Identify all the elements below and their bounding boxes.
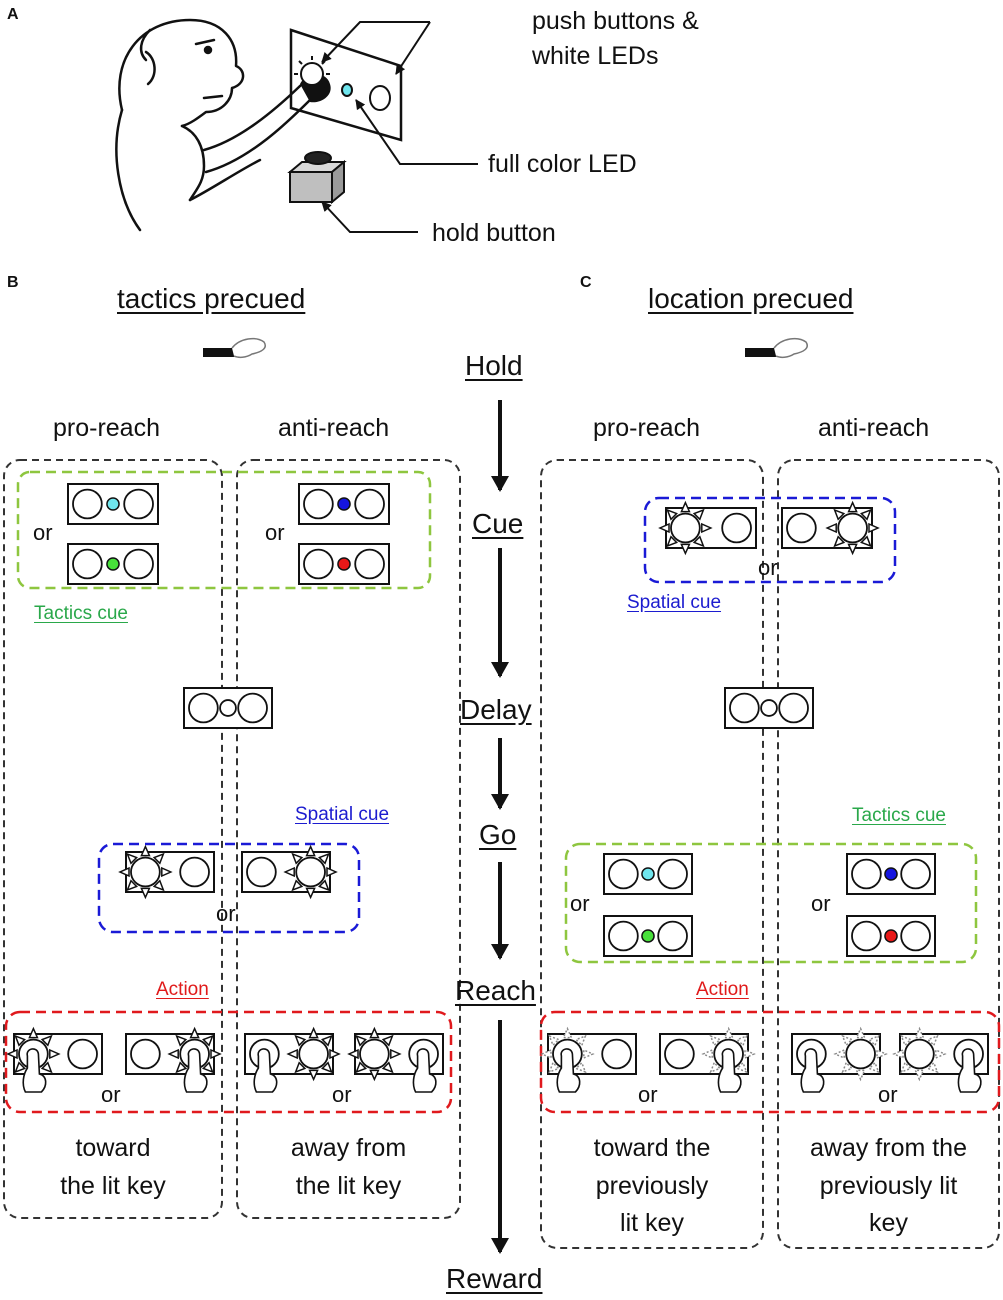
stage-reach: Reach [455,975,536,1006]
or-label: or [216,901,236,926]
or-label: or [758,555,778,580]
led-panel-red [846,915,936,957]
led-panels [6,483,989,1093]
stage-delay: Delay [460,694,532,725]
monkey-illustration [115,18,314,232]
action-box-c [539,1010,1001,1114]
stage-hold: Hold [465,350,523,381]
led-panel-action [6,1026,103,1093]
tactics-cue-box-c [564,842,978,964]
or-label: or [265,520,285,545]
button-panel-shape [289,28,403,142]
led-panel-red [298,543,390,585]
panel-a-leaders [321,21,478,233]
c-pro-outcome: toward the previously lit key [593,1134,711,1237]
led-panel-action [659,1026,756,1093]
hold-button-label: hold button [432,219,556,247]
b-pro-reach-header: pro-reach [53,414,160,442]
b-anti-reach-header: anti-reach [278,414,390,442]
stage-reward: Reward [446,1263,543,1294]
push-buttons-label: push buttons & white LEDs [532,7,699,70]
led-panel-blue [846,853,936,895]
led-panel-action [347,1026,444,1093]
c-tactics-cue-label: Tactics cue [852,805,946,826]
or-label: or [570,891,590,916]
stage-go: Go [479,819,517,850]
or-label: or [811,891,831,916]
spatial-cue-box-b [97,842,361,934]
action-box-b [4,1010,453,1114]
led-panel-action [244,1026,341,1093]
c-anti-outcome: away from the previously lit key [809,1134,967,1237]
led-panel-cyan [67,483,159,525]
b-pro-outcome: toward the lit key [60,1134,166,1200]
led-panel-green [603,915,693,957]
c-action-label: Action [696,979,749,1000]
b-action-label: Action [156,979,209,1000]
or-label: or [332,1082,352,1107]
hold-key-icon-b [203,337,266,359]
led-panel-blue [298,483,390,525]
full-color-led-label: full color LED [488,150,637,178]
led-panel-action [125,1026,222,1093]
led-panel-spatial-left [118,844,215,900]
led-panel-spatial-right [241,844,338,900]
tactics-cue-box-b [16,470,432,590]
panel-a-letter: A [7,6,19,23]
led-panel-delay [724,687,814,729]
b-spatial-cue-label: Spatial cue [295,804,390,825]
stage-cue: Cue [472,508,524,539]
panel-b-letter: B [7,274,19,291]
hold-button-shape [287,151,347,205]
or-label: or [638,1082,658,1107]
or-label: or [101,1082,121,1107]
c-anti-reach-header: anti-reach [818,414,930,442]
spatial-cue-box-c [643,496,897,584]
led-panel-action [892,1026,989,1093]
b-tactics-cue-label: Tactics cue [34,603,128,624]
led-panel-action [540,1026,637,1093]
led-panel-cyan [603,853,693,895]
led-panel-spatial-left [658,500,757,556]
full-color-led-shape [341,83,353,97]
led-panel-delay [183,687,273,729]
column-outlines [3,459,1000,1249]
or-label: or [878,1082,898,1107]
c-spatial-cue-label: Spatial cue [627,592,722,613]
or-label: or [33,520,53,545]
panel-c-title: location precued [648,283,854,314]
panel-c-letter: C [580,274,592,291]
led-panel-spatial-right [781,500,880,556]
led-panel-green [67,543,159,585]
hold-key-icon-c [745,337,808,359]
led-panel-action [791,1026,888,1093]
right-push-button-shape [369,85,391,111]
c-pro-reach-header: pro-reach [593,414,700,442]
panel-b-title: tactics precued [117,283,306,314]
b-anti-outcome: away from the lit key [290,1134,407,1200]
